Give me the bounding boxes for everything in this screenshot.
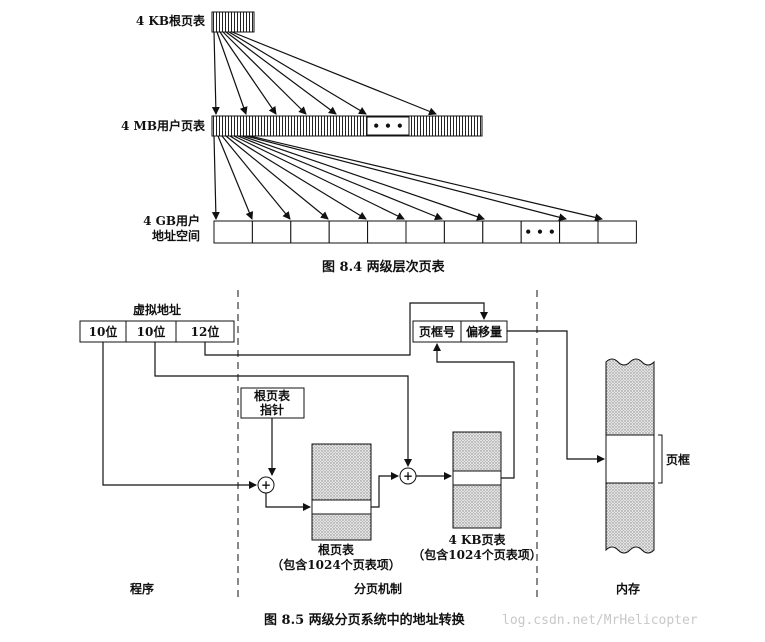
va-field-3: 12位 (191, 324, 220, 339)
kb-table-to-frame-number-arrow (433, 343, 515, 479)
figure-8-4-arrows (211, 31, 603, 222)
figure-8-5-arrows (102, 302, 605, 511)
va-f1-to-adder1-arrow (102, 342, 257, 489)
section-paging: 分页机制 (354, 581, 402, 596)
virtual-address-box (79, 320, 235, 343)
kb-page-table-sub: （包含1024个页表项） (412, 547, 541, 562)
watermark: log.csdn.net/MrHelicopter (502, 613, 698, 628)
root-to-user-arrow (228, 31, 367, 115)
root-to-user-arrow (225, 31, 337, 115)
adder1-to-root-table-arrow (265, 493, 311, 511)
virtual-address-title: 虚拟地址 (133, 302, 181, 317)
user-to-space-arrow (229, 135, 367, 220)
root-page-table-sub: （包含1024个页表项） (271, 557, 400, 572)
va-field-2: 10位 (137, 324, 166, 339)
root-page-table (311, 443, 372, 541)
frame-brace (658, 434, 663, 484)
address-space-cell (405, 220, 445, 244)
address-space-cell (443, 220, 484, 244)
pa-frame-number: 页框号 (419, 324, 455, 339)
adder-2-plus: + (403, 469, 413, 483)
user-to-space-arrow (211, 135, 220, 220)
offset-to-memory-arrow (507, 330, 605, 463)
root-pointer-line1: 根页表 (254, 388, 291, 403)
user-to-space-arrow (217, 135, 254, 220)
address-space-cell (597, 220, 637, 244)
adder-1-plus: + (261, 478, 271, 492)
root-to-user-arrow (231, 31, 437, 116)
user-to-space-arrow (237, 135, 443, 221)
root-pointer-box (240, 387, 305, 419)
address-space-cell (251, 220, 292, 244)
section-program: 程序 (130, 581, 154, 596)
address-space-label-1: 4 GB用户 (143, 213, 200, 228)
user-table-ellipsis-box (366, 116, 410, 136)
user-to-space-arrow (245, 135, 567, 222)
va-field-1: 10位 (89, 324, 118, 339)
root-to-user-arrow (211, 31, 220, 115)
address-space-label-2: 地址空间 (152, 228, 200, 243)
kb-page-table-label: 4 KB页表 (448, 532, 506, 547)
address-space-cell (213, 220, 253, 244)
root-to-user-arrow (222, 31, 307, 115)
user-to-space-arrow (249, 135, 603, 222)
root-pointer-line2: 指针 (260, 402, 284, 417)
user-to-space-arrow (233, 135, 405, 220)
root-to-user-arrow (219, 31, 277, 115)
user-to-space-arrow (241, 135, 485, 221)
address-space-ellipsis: • • • (524, 225, 555, 239)
user-table-label: 4 MB用户页表 (121, 118, 206, 133)
root-page-table-entry (311, 499, 372, 515)
figure-8-4: 4 KB根页表 4 MB用户页表 • • • 4 GB用户 地址空间 • • •… (121, 11, 637, 275)
root-table-block (211, 11, 255, 33)
figure-8-4-caption: 图 8.4 两级层次页表 (322, 259, 446, 275)
memory-page-frame (605, 434, 655, 484)
pa-offset: 偏移量 (466, 324, 502, 339)
root-to-user-arrow (216, 31, 248, 115)
address-space-cells (213, 220, 637, 244)
section-memory: 内存 (616, 581, 640, 596)
user-to-space-arrow (225, 135, 329, 220)
user-table-block (211, 115, 483, 137)
va-f2-to-adder2-arrow (154, 342, 412, 467)
kb-page-table-entry (452, 470, 502, 486)
figure-8-5: 虚拟地址 10位 10位 12位 页框号 偏移量 根页表 指针 + + 根页表 … (79, 290, 698, 628)
address-space-cell (559, 220, 599, 244)
root-page-table-label: 根页表 (318, 542, 355, 557)
user-table-ellipsis: • • • (372, 119, 403, 133)
address-space-cell (328, 220, 369, 244)
figure-8-5-caption: 图 8.5 两级分页系统中的地址转换 (264, 612, 466, 628)
address-space-cell (367, 220, 407, 244)
address-space-cell (290, 220, 330, 244)
address-space-cell (482, 220, 522, 244)
frame-label: 页框 (666, 452, 690, 467)
va-f3-to-offset-arrow (204, 302, 488, 356)
root-table-label: 4 KB根页表 (136, 13, 206, 28)
user-to-space-arrow (221, 135, 291, 220)
root-table-to-adder2-arrow (371, 472, 399, 508)
